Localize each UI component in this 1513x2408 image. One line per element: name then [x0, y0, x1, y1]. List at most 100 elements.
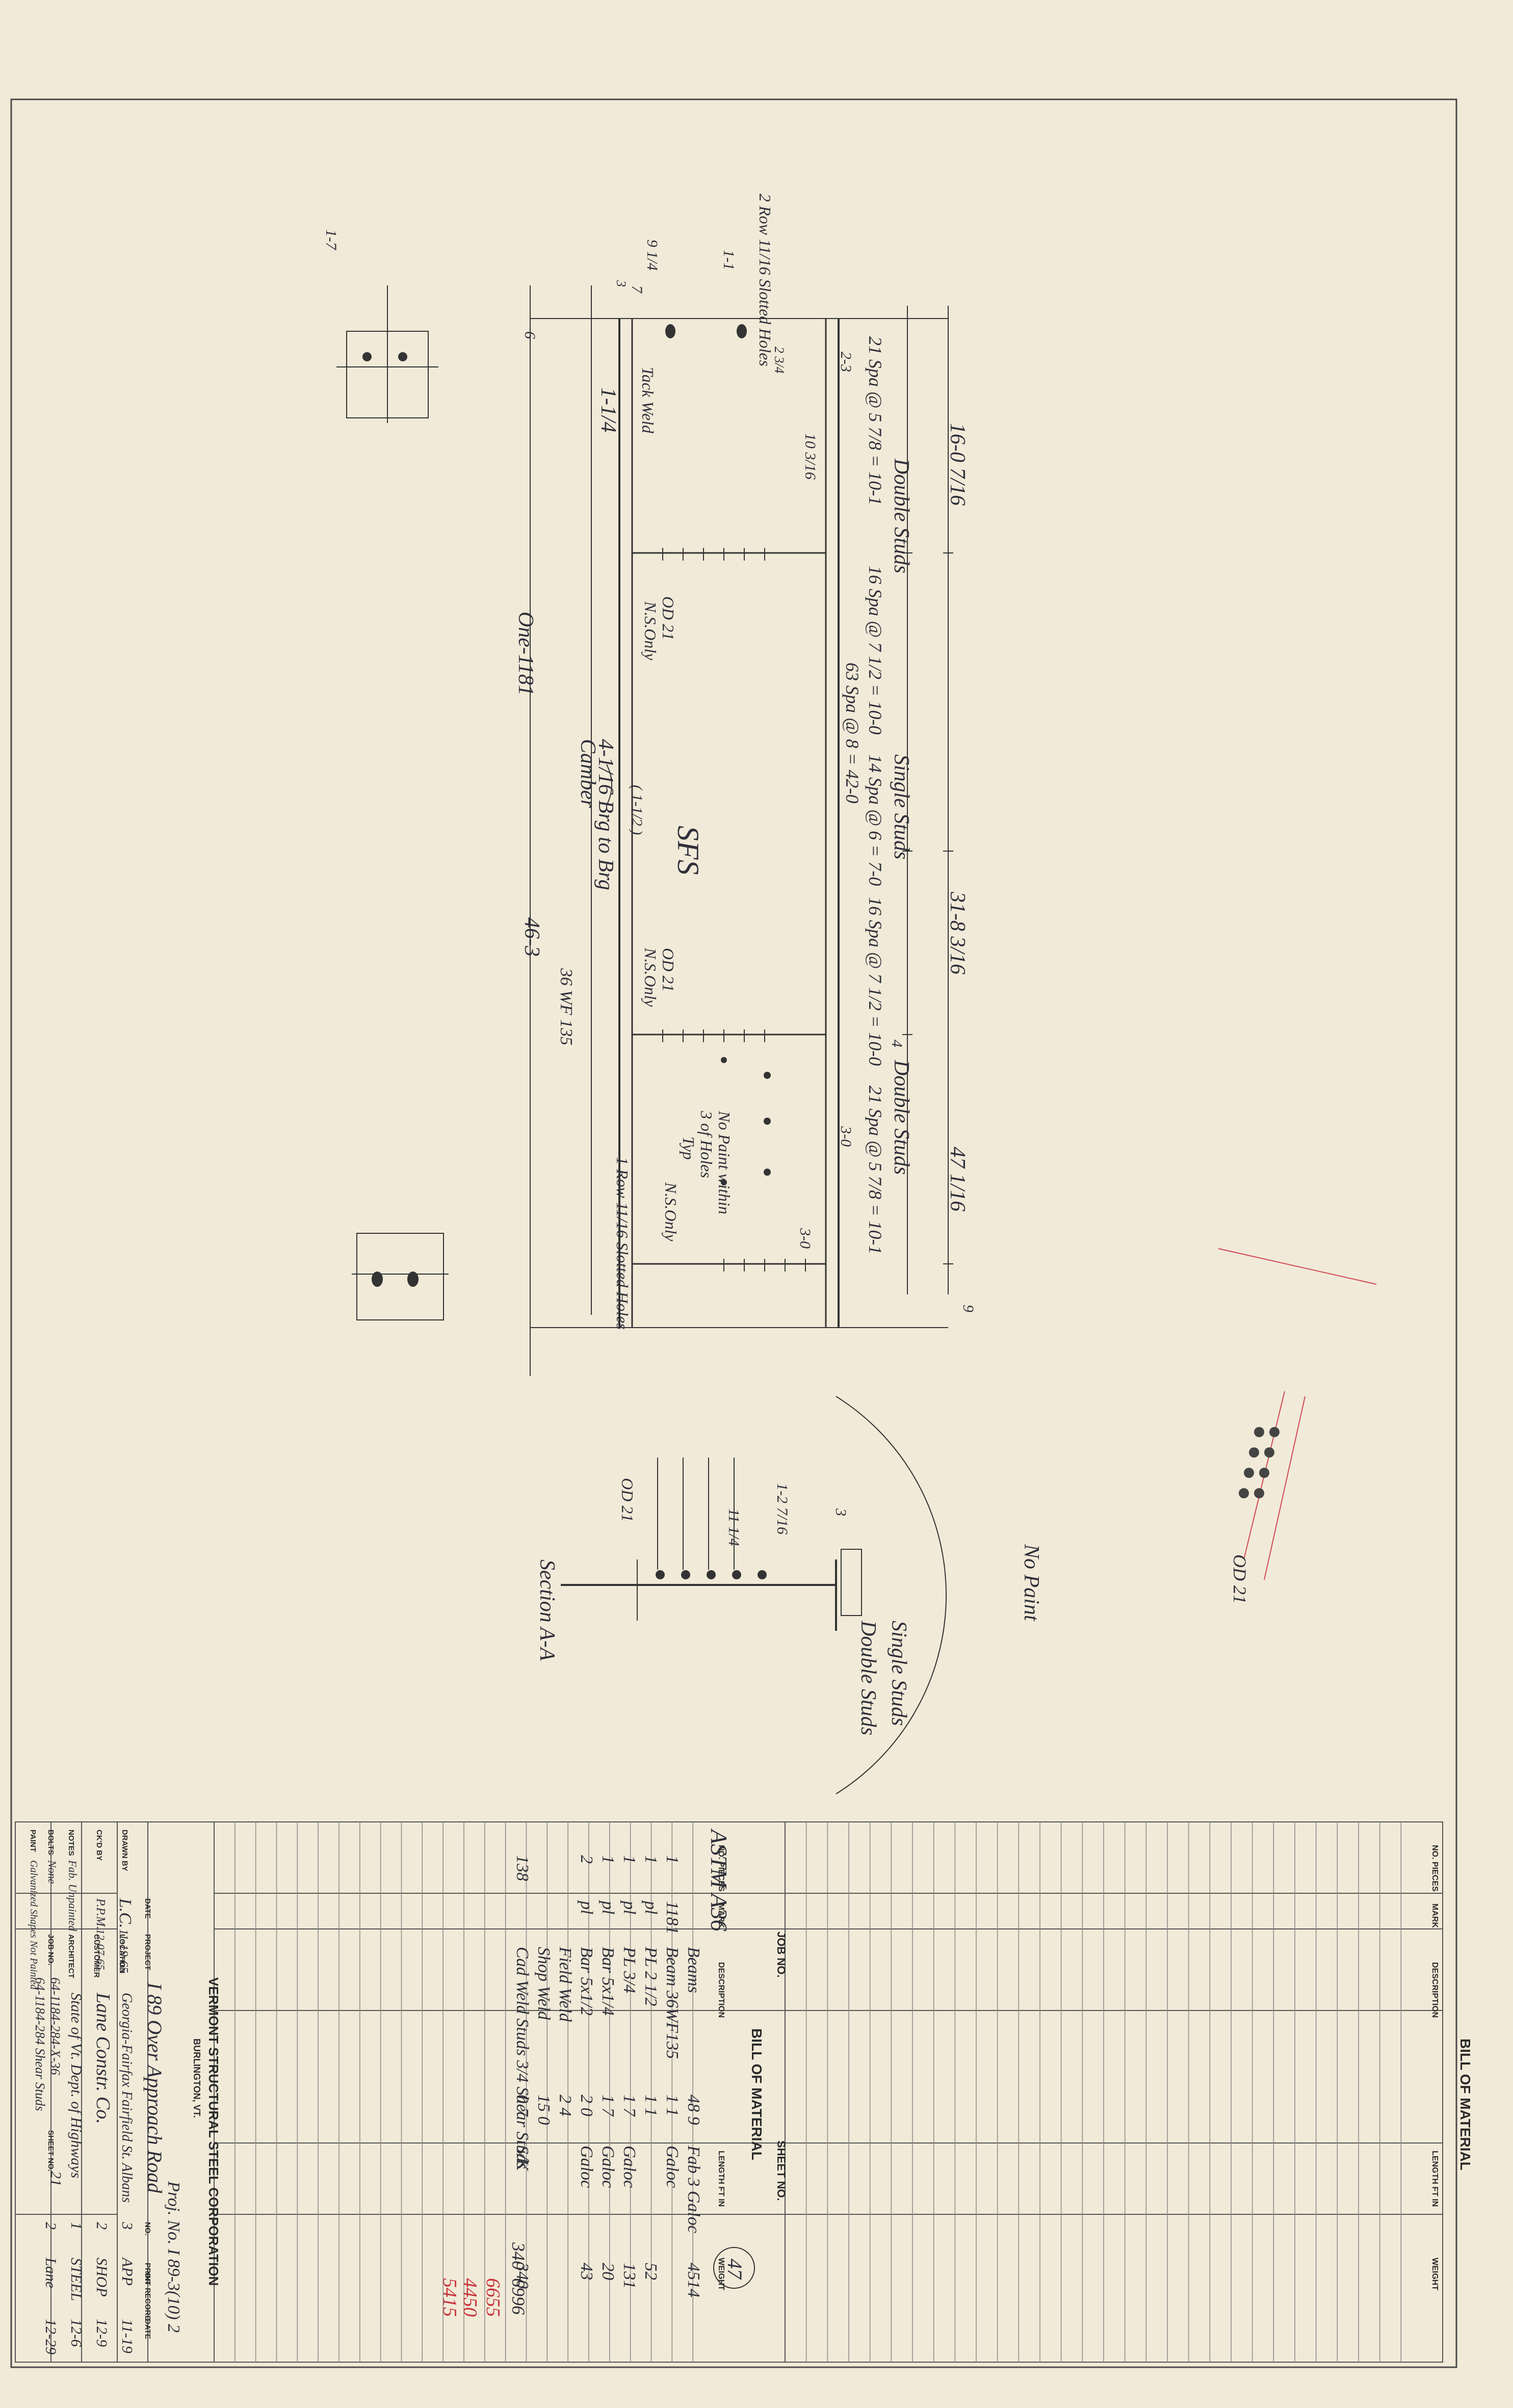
stud-spacing-4: 16 Spa @ 7 1/2 = 10-0: [865, 897, 885, 1066]
sheet-border: [10, 98, 1457, 2368]
location-label: LOCATION: [118, 1934, 126, 1973]
bill-right-h0: NO. PIECES: [1430, 1845, 1439, 1892]
bill-cell-desc: PL 3/4: [620, 1946, 639, 1993]
chkd-by: P.P.M.: [94, 1898, 107, 1929]
print-record-label: PRINT RECORD: [143, 2263, 152, 2321]
bill-cell-pieces: 1: [641, 1855, 660, 1864]
no-paint-note-4: N.S.Only: [662, 1182, 680, 1241]
print-record-date: 12-29: [42, 2319, 59, 2354]
small-dim-1: 9 1/4: [644, 240, 661, 271]
sheet-no: 21: [47, 2171, 64, 2186]
red-total-1: 4450: [459, 2278, 481, 2317]
bill-right-title: BILL OF MATERIAL: [1457, 2039, 1473, 2171]
project-no: Proj. No. I 89-3(10) 2: [164, 2181, 183, 2333]
stud-callout-2: Single Studs: [890, 754, 913, 860]
title-block-grid: [15, 1821, 215, 2363]
bill-cell-extra: Galoc: [663, 2146, 682, 2188]
bill-cell-pieces: 1: [663, 1855, 682, 1864]
chkd-date: 12-07-65: [94, 1929, 107, 1970]
section-studs: [656, 1570, 767, 1579]
drawn-date: 11-19-65: [117, 1929, 130, 1973]
bill-cell-desc: Bar 5x1/4: [598, 1947, 617, 2016]
bill-cell-desc: Field Weld: [556, 1946, 575, 2022]
beam-label: SFS: [671, 826, 705, 875]
print-record-for: APP: [119, 2257, 136, 2286]
bill-cell-desc: Shop Weld: [534, 1947, 553, 2020]
bill-left-h3: LENGTH FT IN: [717, 2151, 725, 2207]
od21-section: OD 21: [618, 1478, 637, 1522]
job-no-label: JOB NO.: [46, 1934, 55, 1966]
camber-detail: 4-1/16 Brg to Brg: [594, 739, 617, 890]
stud-spacing-overall: 63 Spa @ 8 = 42-0: [842, 663, 863, 803]
print-record-no: 3: [119, 2221, 136, 2230]
drawn-by: L.C.: [116, 1898, 135, 1928]
job-note: 64-1184-284 Shear Studs: [33, 1977, 47, 2111]
od21-note-1: OD 21: [659, 596, 677, 640]
plate-detail-bottom: [352, 1233, 449, 1320]
tack-weld: Tack Weld: [639, 367, 657, 434]
bill-cell-extra: Galoc: [577, 2146, 596, 2188]
double-studs-label: Double Studs: [856, 1620, 880, 1735]
section-a-a: [561, 1396, 947, 1794]
bill-left-h0: NO. PIECES: [717, 1845, 725, 1892]
print-record-date: 12-9: [93, 2319, 110, 2347]
notes: Fab. Unpainted: [66, 1860, 79, 1931]
od21-note-1b: N.S.Only: [641, 601, 660, 660]
bill-cell-len: 15 0: [534, 2095, 553, 2125]
project: I 89 Over Approach Road: [143, 1982, 166, 2193]
stud-spacing-2: 16 Spa @ 7 1/2 = 10-0: [865, 566, 885, 734]
overall-length: 46-3: [520, 917, 543, 957]
paint-label: PAINT: [29, 1830, 37, 1852]
small-dim-12: 6: [521, 331, 538, 339]
print-record-no: 2: [42, 2222, 59, 2230]
bill-right-h4: WEIGHT: [1430, 2258, 1439, 2290]
bill-spec: ASTM A36: [706, 1828, 732, 1931]
bill-left-h1: MARK: [717, 1903, 725, 1928]
single-studs-label: Single Studs: [887, 1621, 910, 1726]
bill-cell-weight: 4514: [684, 2263, 703, 2297]
bill-left-grid: [214, 1821, 786, 2363]
bill-cell-weight: 20: [598, 2263, 617, 2280]
small-dim-3: 7: [629, 285, 645, 294]
member-size: 36 WF 135: [557, 968, 576, 1045]
bill-cell-desc: PL 2 1/2: [641, 1946, 660, 2006]
od21-note-2: OD 21: [659, 948, 677, 992]
bill-cell-extra: Galoc: [620, 2146, 639, 2188]
no-paint-note-3: Typ: [680, 1136, 698, 1160]
top-dim-2: 31-8 3/16: [946, 891, 969, 974]
section-title: Section A-A: [535, 1559, 559, 1661]
job-no: 64-1184-284-X-36: [48, 1977, 63, 2075]
bill-cell-pieces: 1: [598, 1855, 617, 1864]
small-dim-14: 11 1/4: [725, 1509, 742, 1546]
bill-cell-mark: pl: [577, 1900, 596, 1914]
small-dim-5: 3: [614, 280, 629, 287]
bill-total-1: 6996: [508, 2278, 529, 2315]
slotted-holes-1: 2 Row 11/16 Slotted Holes: [756, 194, 774, 366]
small-dim-15: 3: [832, 1508, 849, 1516]
company-city: BURLINGTON, VT.: [192, 2039, 202, 2118]
bill-cell-pieces: 2: [577, 1855, 596, 1864]
bill-cell-weight: 131: [620, 2263, 639, 2289]
top-dim-1: 16-0 7/16: [946, 423, 969, 506]
stud-callout-3: Double Studs: [890, 1060, 913, 1175]
bill-left-job-no: JOB NO.: [775, 1931, 788, 1977]
print-no-label: NO.: [143, 2222, 152, 2236]
bill-right-rows: [805, 1822, 1402, 2362]
camber-value: 1-1/4: [596, 387, 620, 433]
girder-elevation: [530, 285, 953, 1376]
bolts-label: BOLTS: [46, 1830, 55, 1855]
bill-cell-pieces: 1: [620, 1855, 639, 1864]
bill-right-h2: DESCRIPTION: [1430, 1962, 1439, 2018]
red-total-0: 5415: [439, 2278, 460, 2317]
bill-cell-mark: pl: [620, 1900, 639, 1914]
bolts: None: [46, 1860, 59, 1884]
bill-cell-weight: 52: [641, 2263, 660, 2280]
print-record-no: 1: [68, 2222, 85, 2230]
stud-callout-1: Double Studs: [890, 458, 913, 573]
architect: State of Vt. Dept. of Highways: [68, 1993, 85, 2178]
bill-left-h2: DESCRIPTION: [717, 1962, 725, 2018]
small-dim-13: 1-2 7/16: [774, 1483, 791, 1534]
bill-cell-pieces: 138: [513, 1855, 532, 1881]
bill-sheet-circle: 47: [723, 2259, 746, 2280]
red-markup-studs: [1239, 1427, 1280, 1498]
